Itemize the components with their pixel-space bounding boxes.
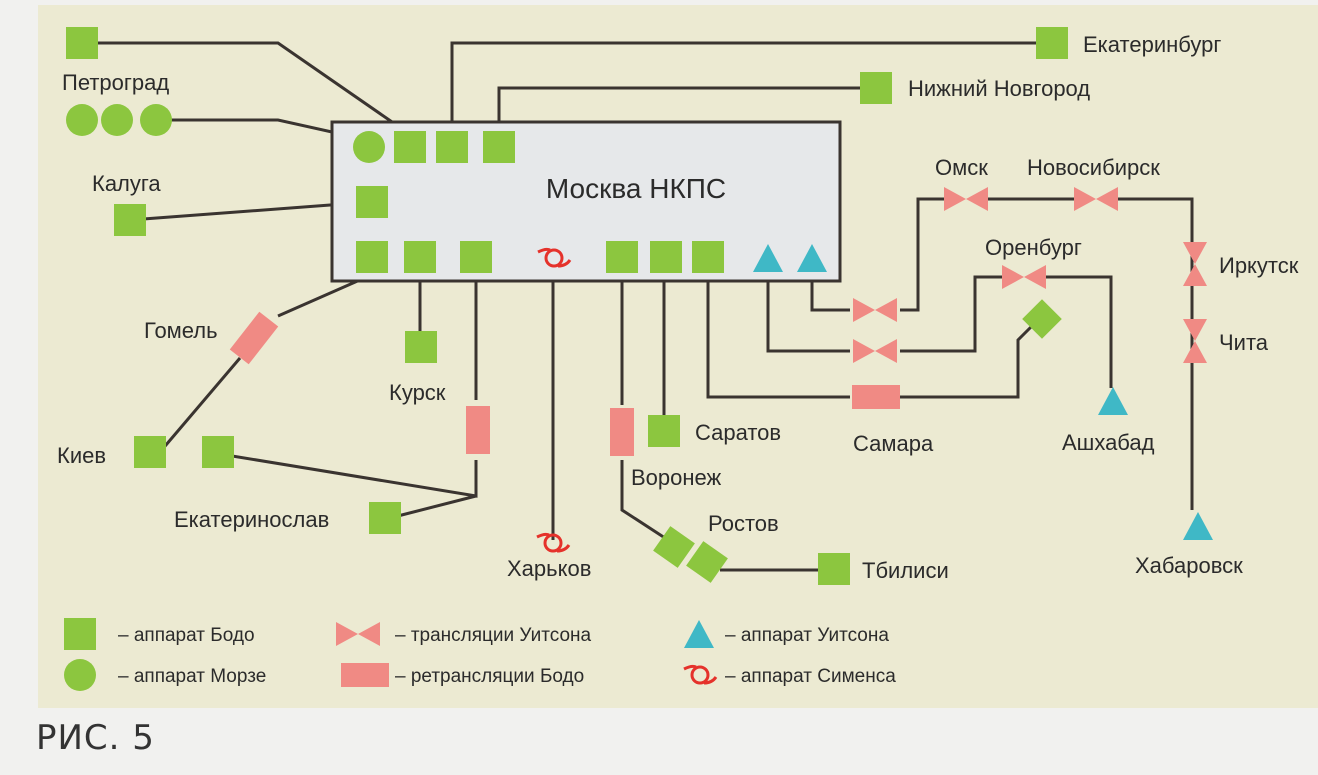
connection-lines — [82, 41, 1194, 572]
wheatstone-translation-icon — [1002, 265, 1046, 289]
baudot-apparatus-icon — [436, 131, 468, 163]
line-samara — [706, 272, 1038, 399]
city-label-petrograd: Петроград — [62, 70, 169, 95]
city-label-voronezh: Воронеж — [631, 465, 722, 490]
baudot-apparatus-icon — [1022, 299, 1062, 339]
moscow-equipment: Москва НКПС — [353, 131, 827, 273]
city-label-orenburg: Оренбург — [985, 235, 1082, 260]
legend-wheatstone-icon — [684, 620, 714, 648]
baudot-apparatus-icon — [650, 241, 682, 273]
morse-apparatus-icon — [353, 131, 385, 163]
wheatstone-apparatus-icon — [1183, 512, 1213, 540]
line-ekaterinoslav-relay — [219, 452, 478, 520]
baudot-apparatus-icon — [692, 241, 724, 273]
legend-morse-icon — [64, 659, 96, 691]
legend-baudot-label: – аппарат Бодо — [118, 625, 255, 646]
figure-caption: РИС. 5 — [36, 718, 155, 758]
city-label-ekaterinoslav: Екатеринослав — [174, 507, 329, 532]
wheatstone-translation-icon — [1183, 242, 1207, 286]
baudot-apparatus-icon — [1036, 27, 1068, 59]
baudot-apparatus-icon — [356, 241, 388, 273]
legend-morse-label: – аппарат Морзе — [118, 666, 266, 687]
legend-siemens-label: – аппарат Сименса — [725, 666, 896, 687]
city-label-rostov: Ростов — [708, 511, 779, 536]
line-ashkhabad-orenburg — [766, 275, 1113, 388]
legend: – аппарат Бодо – аппарат Морзе – трансля… — [64, 618, 896, 691]
city-label-kiev: Киев — [57, 443, 106, 468]
legend-baudot-retranslation-icon — [341, 663, 389, 687]
baudot-apparatus-icon — [686, 541, 728, 583]
legend-wheatstone-label: – аппарат Уитсона — [725, 625, 889, 646]
baudot-retranslation-icon — [852, 385, 900, 409]
city-label-kharkov: Харьков — [507, 556, 591, 581]
baudot-retranslation-icon — [229, 311, 279, 365]
line-voronezh — [620, 272, 666, 540]
legend-siemens-icon — [682, 664, 718, 685]
stations: Петроград Екатеринбург Нижний Новгород К… — [57, 27, 1299, 585]
city-label-omsk: Омск — [935, 155, 988, 180]
wheatstone-apparatus-icon — [1098, 387, 1128, 415]
baudot-apparatus-icon — [483, 131, 515, 163]
city-label-tbilisi: Тбилиси — [862, 558, 949, 583]
morse-apparatus-icon — [66, 104, 98, 136]
wheatstone-translation-icon — [1074, 187, 1118, 211]
baudot-apparatus-icon — [460, 241, 492, 273]
city-label-saratov: Саратов — [695, 420, 781, 445]
line-kaluga — [129, 200, 371, 222]
baudot-apparatus-icon — [114, 204, 146, 236]
city-label-chita: Чита — [1219, 330, 1269, 355]
line-petrograd-baudot — [82, 41, 409, 135]
baudot-apparatus-icon — [648, 415, 680, 447]
line-siberia — [810, 197, 1194, 510]
line-kiev-gomel — [158, 357, 242, 453]
line-ekaterinburg — [450, 41, 1052, 133]
baudot-apparatus-icon — [202, 436, 234, 468]
legend-wheatstone-translation-label: – трансляции Уитсона — [395, 625, 592, 646]
city-label-khabarovsk: Хабаровск — [1135, 553, 1243, 578]
wheatstone-translation-icon — [853, 339, 897, 363]
legend-baudot-retranslation-label: – ретрансляции Бодо — [395, 666, 584, 687]
city-label-ashkhabad: Ашхабад — [1062, 430, 1155, 455]
city-label-ekaterinburg: Екатеринбург — [1083, 32, 1221, 57]
baudot-retranslation-icon — [466, 406, 490, 454]
legend-wheatstone-translation-icon — [336, 622, 380, 646]
baudot-apparatus-icon — [356, 186, 388, 218]
legend-baudot-icon — [64, 618, 96, 650]
baudot-apparatus-icon — [404, 241, 436, 273]
city-label-gomel: Гомель — [144, 318, 218, 343]
city-label-nizhny: Нижний Новгород — [908, 76, 1090, 101]
baudot-apparatus-icon — [394, 131, 426, 163]
baudot-apparatus-icon — [653, 526, 695, 568]
baudot-apparatus-icon — [66, 27, 98, 59]
baudot-apparatus-icon — [405, 331, 437, 363]
morse-apparatus-icon — [101, 104, 133, 136]
line-nizhny — [497, 86, 872, 133]
wheatstone-translation-icon — [1183, 319, 1207, 363]
city-label-irkutsk: Иркутск — [1219, 253, 1299, 278]
baudot-apparatus-icon — [860, 72, 892, 104]
baudot-apparatus-icon — [818, 553, 850, 585]
city-label-kursk: Курск — [389, 380, 446, 405]
baudot-retranslation-icon — [610, 408, 634, 456]
city-label-novosibirsk: Новосибирск — [1027, 155, 1160, 180]
baudot-apparatus-icon — [606, 241, 638, 273]
baudot-apparatus-icon — [369, 502, 401, 534]
baudot-apparatus-icon — [134, 436, 166, 468]
morse-apparatus-icon — [140, 104, 172, 136]
center-label: Москва НКПС — [546, 173, 726, 204]
city-label-samara: Самара — [853, 431, 934, 456]
city-label-kaluga: Калуга — [92, 171, 161, 196]
wheatstone-translation-icon — [944, 187, 988, 211]
wheatstone-translation-icon — [853, 298, 897, 322]
